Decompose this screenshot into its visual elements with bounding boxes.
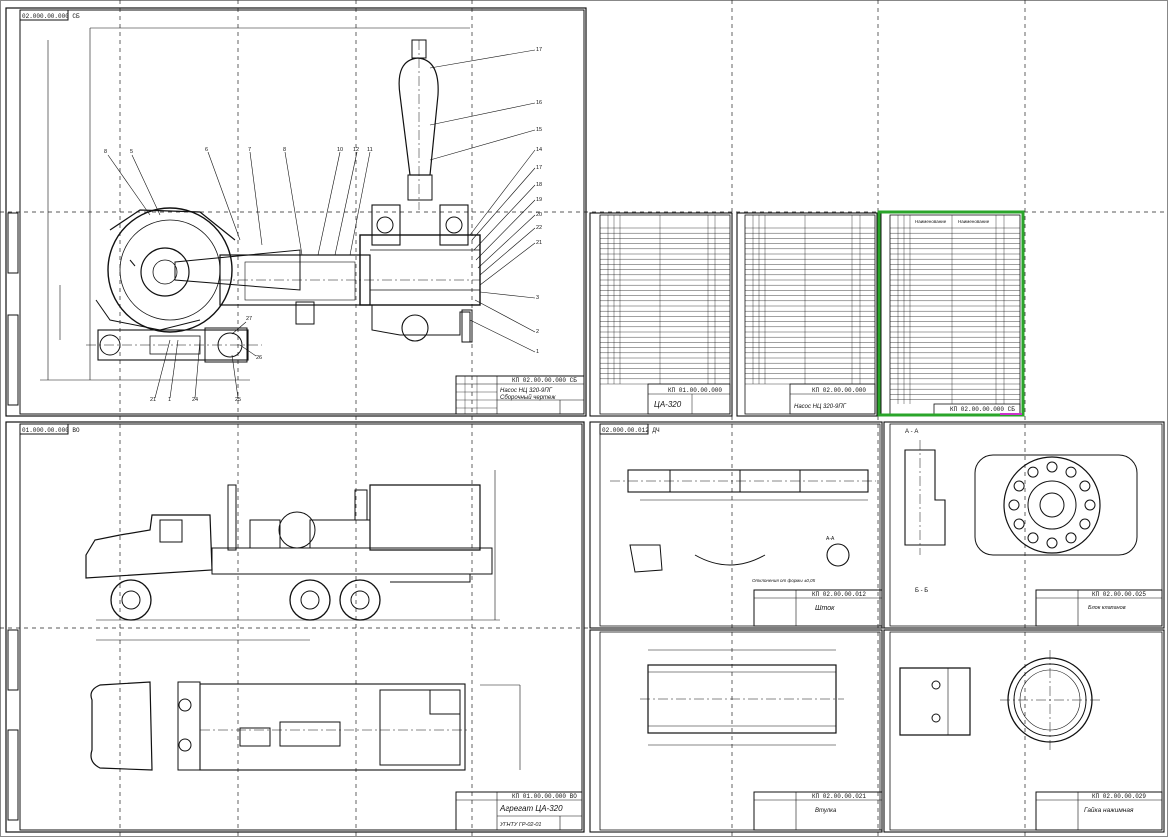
svg-text:8: 8	[104, 149, 107, 155]
bolt-hole	[1084, 499, 1096, 511]
svg-text:15: 15	[536, 127, 542, 133]
spec1-title-code: КП 01.00.00.000	[668, 387, 722, 394]
bolt-hole	[1046, 461, 1058, 473]
svg-text:18: 18	[536, 182, 542, 188]
nut-title-code: КП 02.00.00.029	[1092, 793, 1146, 800]
svg-text:21: 21	[150, 397, 156, 403]
bolt-hole	[1046, 537, 1058, 549]
flange-section-a: А - А	[905, 429, 918, 435]
sheet-nut[interactable]	[883, 629, 1165, 833]
sheet-spec-2[interactable]	[736, 212, 878, 417]
flange-title-name: Блок клапанов	[1088, 605, 1126, 611]
svg-text:25: 25	[235, 397, 241, 403]
svg-text:21: 21	[536, 240, 542, 246]
sheet-unit-general[interactable]	[5, 421, 585, 833]
spec2-title-name: Насос НЦ 320-9ПГ	[794, 404, 847, 410]
svg-text:19: 19	[536, 197, 542, 203]
rod-section: А-А	[826, 536, 835, 542]
spec1-title-name: ЦА-320	[654, 400, 682, 409]
bolt-hole	[1079, 480, 1091, 492]
svg-text:12: 12	[353, 147, 359, 153]
flange-section-b: Б - Б	[915, 588, 928, 594]
bolt-hole	[1027, 466, 1039, 478]
sheet-spec-1[interactable]	[589, 212, 733, 417]
svg-text:10: 10	[337, 147, 343, 153]
svg-text:5: 5	[130, 149, 133, 155]
svg-text:6: 6	[205, 147, 208, 153]
sheet-sleeve[interactable]	[589, 629, 883, 833]
rod-title-code: КП 02.00.00.012	[812, 591, 866, 598]
svg-text:14: 14	[536, 147, 542, 153]
rod-note: Отклонения от формы ±0,05	[752, 578, 816, 583]
bolt-hole	[1008, 499, 1020, 511]
sleeve-title-code: КП 02.00.00.021	[812, 793, 866, 800]
selection-highlight	[877, 210, 1025, 417]
spec3-header-1: Наименование	[915, 219, 947, 224]
flange-title-code: КП 02.00.00.025	[1092, 591, 1146, 598]
svg-text:1: 1	[168, 397, 171, 403]
svg-text:22: 22	[536, 225, 542, 231]
bolt-hole	[1079, 518, 1091, 530]
spec3-title-code: КП 02.00.00.000 СБ	[950, 406, 1015, 413]
sheet1-title-code: КП 02.00.00.000 СБ	[512, 377, 577, 384]
svg-text:2: 2	[536, 329, 539, 335]
sheet-pump-assembly[interactable]: 02.000.00.000 СБ	[5, 7, 587, 417]
sheet2-top-stamp: 01.000.00.000 ВО	[22, 427, 80, 434]
rod-title-name: Шток	[815, 605, 835, 612]
sleeve-title-name: Втулка	[815, 808, 837, 814]
sheet2-title-sub: УГНТУ ГР-02-01	[499, 822, 541, 828]
svg-text:16: 16	[536, 100, 542, 106]
svg-text:3: 3	[536, 295, 539, 301]
svg-text:27: 27	[246, 316, 252, 322]
sheet-flange[interactable]	[883, 421, 1165, 629]
svg-text:17: 17	[536, 47, 542, 53]
sheet1-title-block	[455, 375, 585, 415]
svg-text:11: 11	[367, 147, 373, 153]
svg-text:20: 20	[536, 212, 542, 218]
spec2-title-code: КП 02.00.00.000	[812, 387, 866, 394]
spec3-header-2: Наименование	[958, 219, 990, 224]
sheet1-title-name: Насос НЦ 320-9ПГ	[500, 388, 553, 394]
sheet1-title-sub: Сборочный чертеж	[500, 394, 556, 401]
svg-text:1: 1	[536, 349, 539, 355]
bolt-hole	[1027, 532, 1039, 544]
svg-text:17: 17	[536, 165, 542, 171]
svg-text:24: 24	[192, 397, 198, 403]
bolt-hole	[1065, 532, 1077, 544]
sheet-rod[interactable]	[589, 421, 883, 629]
rod-top-stamp: 02.000.00.012 ДЧ	[602, 427, 660, 434]
bolt-hole	[1013, 480, 1025, 492]
svg-text:26: 26	[256, 355, 262, 361]
bolt-hole	[1013, 518, 1025, 530]
sheet2-title-code: КП 01.00.00.000 ВО	[512, 793, 577, 800]
bolt-hole	[1065, 466, 1077, 478]
sheet2-title-name: Агрегат ЦА-320	[499, 804, 563, 813]
svg-text:7: 7	[248, 147, 251, 153]
sheet1-top-stamp: 02.000.00.000 СБ	[22, 13, 80, 20]
svg-text:8: 8	[283, 147, 286, 153]
sheet-spec-3-selected[interactable]	[877, 210, 1025, 417]
nut-title-name: Гайка нажимная	[1084, 806, 1134, 814]
